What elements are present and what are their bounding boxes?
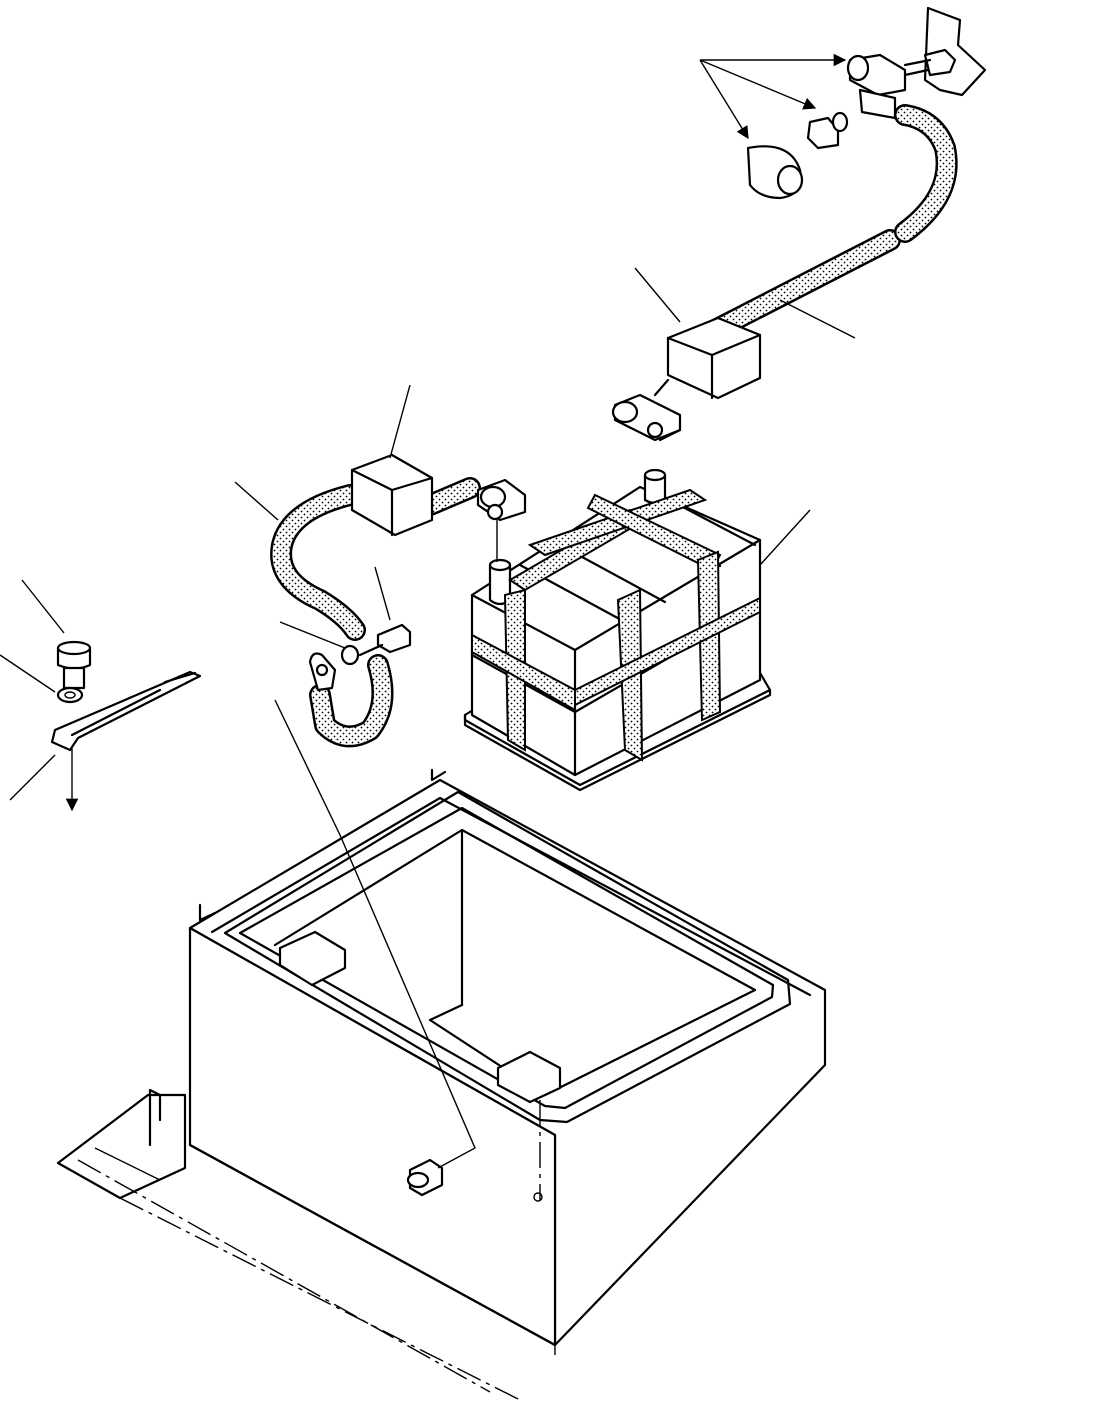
- terminal-fastener-set: [699, 6, 987, 200]
- terminal-cover-left: [350, 384, 434, 537]
- negative-cable: [234, 477, 481, 748]
- ground-lug-bolt: [279, 566, 412, 692]
- positive-cable: [704, 104, 958, 341]
- hold-down-washer: [0, 654, 84, 704]
- battery-box: [56, 699, 827, 1401]
- hold-down-bracket: [9, 670, 202, 812]
- spacer-nut: [406, 1158, 444, 1197]
- hold-down-bolt: [21, 579, 92, 690]
- battery: [463, 468, 811, 792]
- clamp-left: [476, 478, 527, 562]
- clamp-right: [611, 378, 682, 442]
- terminal-cover-right: [634, 267, 762, 400]
